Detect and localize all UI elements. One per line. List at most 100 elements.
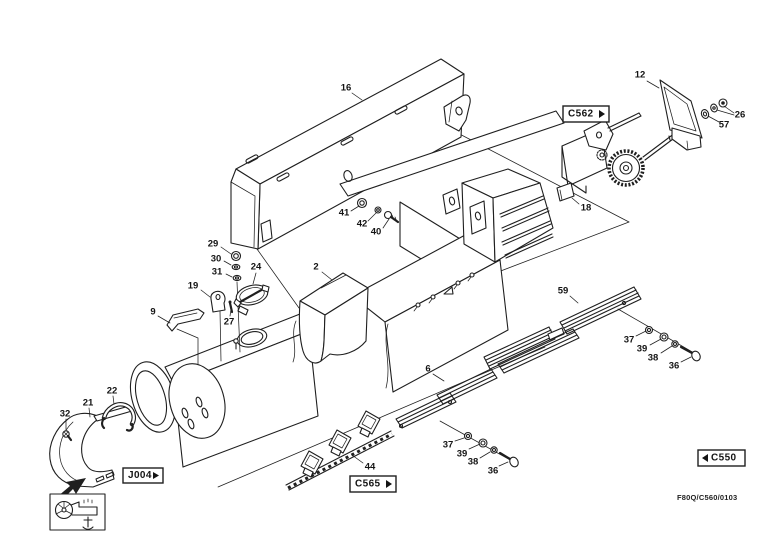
ref-box-label: C565 (355, 479, 381, 490)
handle-9 (166, 308, 205, 332)
leader-line (635, 330, 647, 337)
part-18-plate (556, 182, 575, 202)
drawing-code: F80Q/C560/0103 (677, 493, 737, 502)
part-12-frame (659, 79, 703, 151)
callout-9-13[interactable]: 9 (150, 307, 155, 318)
ref-box-j004[interactable]: J004 (122, 467, 164, 484)
callout-21-22[interactable]: 21 (83, 398, 94, 409)
leader-line (200, 289, 211, 298)
rail-59 (483, 286, 642, 370)
drum-end (129, 361, 226, 439)
leader-line (569, 295, 579, 304)
ref-box-label: C550 (711, 453, 737, 464)
callout-37-17[interactable]: 37 (624, 335, 635, 346)
callout-59-16[interactable]: 59 (558, 286, 569, 297)
leader-line (225, 273, 233, 278)
callout-6-24[interactable]: 6 (425, 364, 430, 375)
ref-box-label: J004 (128, 470, 152, 481)
machine-type-icon (49, 493, 106, 531)
leader-line (229, 308, 232, 317)
callout-27-14[interactable]: 27 (224, 317, 235, 328)
callout-31-10[interactable]: 31 (212, 267, 223, 278)
drive-assembly (561, 112, 682, 194)
leader-line (649, 338, 662, 346)
leader-line (223, 260, 232, 266)
callout-24-11[interactable]: 24 (251, 262, 262, 273)
leader-line (454, 437, 465, 442)
arrow-right-icon (386, 480, 392, 488)
fastener-group-right (644, 325, 701, 362)
bracket-19-pin-27 (210, 290, 234, 314)
leader-line (367, 212, 377, 222)
paddle (328, 429, 352, 457)
callout-30-9[interactable]: 30 (211, 254, 222, 265)
leader-line (571, 197, 580, 205)
cap-24 (233, 284, 270, 316)
leader-line (157, 315, 171, 324)
louver-box (442, 168, 554, 263)
callout-44-29[interactable]: 44 (365, 462, 376, 473)
ref-box-border (562, 105, 610, 123)
callout-42-6[interactable]: 42 (357, 219, 368, 230)
callout-29-8[interactable]: 29 (208, 239, 219, 250)
leader-line (660, 345, 673, 354)
ref-box-c565[interactable]: C565 (349, 475, 397, 493)
support-panel (339, 110, 565, 197)
leader-line (498, 461, 509, 467)
ref-box-border (122, 467, 164, 484)
leader-line (112, 395, 115, 405)
ref-box-label: C562 (568, 109, 594, 120)
callout-2-15[interactable]: 2 (313, 262, 318, 273)
callout-57-3[interactable]: 57 (719, 120, 730, 131)
leader-line (88, 407, 91, 418)
ref-box-c562[interactable]: C562 (562, 105, 610, 123)
callout-32-23[interactable]: 32 (60, 409, 71, 420)
arrow-left-icon (702, 454, 708, 462)
callout-22-21[interactable]: 22 (107, 386, 118, 397)
ref-box-c550[interactable]: C550 (697, 449, 746, 467)
fasteners-57-26 (700, 98, 728, 119)
leader-line (479, 451, 491, 459)
callout-16-0[interactable]: 16 (341, 83, 352, 94)
part-16-top-cover (230, 58, 471, 250)
callout-12-1[interactable]: 12 (635, 70, 646, 81)
fasteners-41-42-40 (356, 197, 400, 224)
leader-line (350, 205, 360, 212)
sprocket-icon (607, 149, 645, 187)
callout-19-12[interactable]: 19 (188, 281, 199, 292)
callout-36-28[interactable]: 36 (488, 466, 499, 477)
leader-line (646, 80, 660, 89)
callout-38-27[interactable]: 38 (468, 457, 479, 468)
callout-37-25[interactable]: 37 (443, 440, 454, 451)
leader-line (680, 356, 692, 363)
rail-6 (395, 328, 580, 429)
leader-line (707, 115, 720, 123)
callout-26-2[interactable]: 26 (735, 110, 746, 121)
right-body-section (351, 233, 509, 393)
part-2-cover (298, 272, 369, 364)
callout-41-5[interactable]: 41 (339, 208, 350, 219)
chain-44 (285, 410, 395, 491)
callout-36-20[interactable]: 36 (669, 361, 680, 372)
callout-18-4[interactable]: 18 (581, 203, 592, 214)
screw-32 (62, 430, 73, 442)
fastener-group-bottom (463, 431, 519, 468)
paddle (357, 410, 381, 438)
leader-line (382, 218, 390, 229)
callout-40-7[interactable]: 40 (371, 227, 382, 238)
arrow-right-icon (599, 110, 605, 118)
fasteners-29-30-31 (230, 250, 242, 282)
callout-38-19[interactable]: 38 (648, 353, 659, 364)
callout-39-26[interactable]: 39 (457, 449, 468, 460)
callout-39-18[interactable]: 39 (637, 344, 648, 355)
leader-line (321, 271, 333, 281)
ref-box-border (697, 449, 746, 467)
leader-line (220, 246, 232, 255)
leader-line (351, 92, 363, 101)
leader-line (716, 109, 735, 116)
leader-line (252, 272, 257, 285)
